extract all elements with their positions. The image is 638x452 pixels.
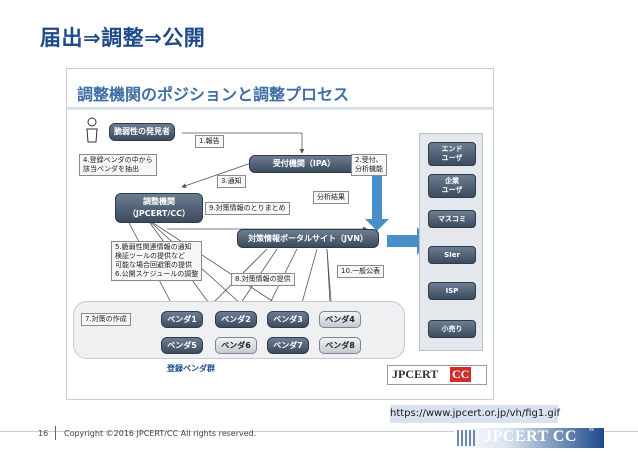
vendor-2: ベンダ2 (215, 311, 257, 328)
vendor-7: ベンダ7 (267, 337, 309, 354)
copyright: Copyright ©2016 JPCERT/CC All rights res… (64, 429, 257, 438)
step6-line: 6.公開スケジュールの調整 (115, 270, 199, 278)
jpcert-box: 調整機関 （JPCERT/CC） (115, 193, 203, 223)
step9-note: 9.対策情報のとりまとめ (205, 202, 290, 215)
jvn-box: 対策情報ポータルサイト（JVN） (237, 229, 379, 248)
analysis-note: 分析結果 (313, 191, 349, 204)
vendor-1: ベンダ1 (161, 311, 203, 328)
vendor-group-label: 登録ベンダ群 (167, 364, 215, 373)
step3-note: 3.通知 (217, 175, 246, 188)
footer-logo-text: JPCERT CC (484, 428, 577, 445)
step4-note: 4.登録ベンダの中から 該当ベンダを抽出 (79, 154, 157, 176)
vendor-8: ベンダ8 (319, 337, 361, 354)
diagram-logo-jp: JPCERT (392, 367, 439, 381)
step5-line2: 検証ツールの提供など (115, 252, 185, 260)
diagram-title: 調整機関のポジションと調整プロセス (77, 85, 350, 104)
ipa-box: 受付機関（IPA） (249, 155, 359, 173)
person-icon (86, 117, 98, 143)
audience-corporate-user: 企業 ユーザ (428, 174, 476, 198)
footer-separator (55, 426, 56, 440)
jpcert-line1: 調整機関 (143, 197, 175, 206)
audience-panel: エンド ユーザ 企業 ユーザ マスコミ SIer ISP 小売り (419, 133, 483, 351)
vendor-3: ベンダ3 (267, 311, 309, 328)
step7-note: 7.対策の作成 (81, 313, 131, 326)
audience-retail: 小売り (428, 320, 476, 338)
audience-media: マスコミ (428, 210, 476, 228)
diagram-title-underline (67, 107, 493, 110)
process-diagram: 調整機関のポジションと調整プロセス (66, 68, 494, 400)
step2-note: 2.受付、 分析機能 (351, 154, 387, 176)
step5-line1: 5.脆弱性関連情報の通知 (115, 243, 192, 251)
step2-line2: 分析機能 (355, 165, 383, 173)
step10-note: 10.一般公表 (337, 265, 385, 278)
discoverer-box: 脆弱性の発見者 (109, 123, 175, 141)
footer-divider (0, 431, 638, 432)
vendor-6: ベンダ6 (215, 337, 257, 354)
footer-logo-mark: ® (588, 425, 595, 433)
audience-isp: ISP (428, 282, 476, 300)
step4-line2: 該当ベンダを抽出 (83, 165, 139, 173)
source-caption: https://www.jpcert.or.jp/vh/fig1.gif (390, 405, 560, 423)
footer-logo-banner (454, 428, 604, 448)
step5-note: 5.脆弱性関連情報の通知 検証ツールの提供など 可能な場合回避策の提供 6.公開… (111, 241, 203, 281)
vendor-4: ベンダ4 (319, 311, 361, 328)
vendor-5: ベンダ5 (161, 337, 203, 354)
slide-title: 届出⇒調整⇒公開 (40, 26, 206, 50)
step2-line1: 2.受付、 (355, 156, 383, 164)
step4-line1: 4.登録ベンダの中から (83, 156, 153, 164)
audience-sier: SIer (428, 246, 476, 264)
diagram-logo: JPCERT CC (387, 365, 487, 385)
page-number: 16 (38, 429, 49, 438)
step1-note: 1.報告 (195, 135, 224, 148)
diagram-logo-cc: CC (450, 367, 472, 382)
jpcert-line2: （JPCERT/CC） (127, 209, 191, 218)
step8-note: 8.対策情報の提供 (231, 273, 295, 286)
audience-end-user: エンド ユーザ (428, 142, 476, 166)
step5-line3: 可能な場合回避策の提供 (115, 261, 192, 269)
